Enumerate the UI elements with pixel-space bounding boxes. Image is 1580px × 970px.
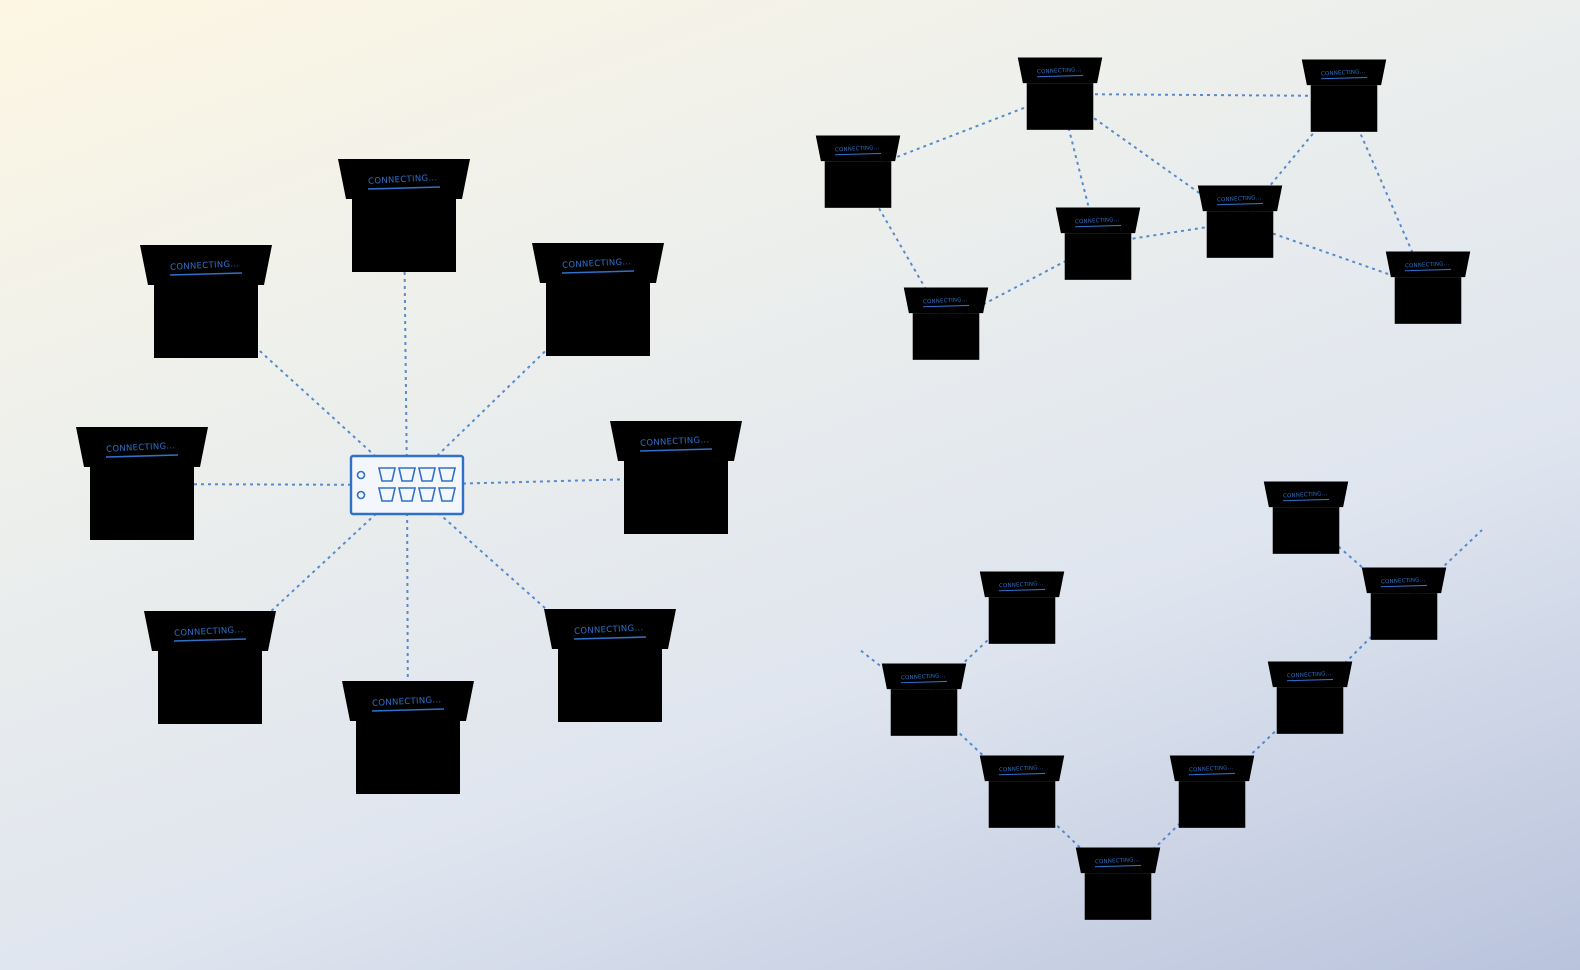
laptop-icon: CONNECTING...: [338, 159, 470, 272]
laptop-icon: CONNECTING...: [1267, 661, 1353, 734]
laptop-screen-text: CONNECTING...: [1321, 69, 1366, 77]
laptop-icon: CONNECTING...: [544, 609, 676, 722]
laptop-screen-text: CONNECTING...: [1075, 217, 1120, 225]
laptop-screen-text: CONNECTING...: [1189, 765, 1234, 773]
star-link: [406, 299, 599, 486]
laptop-icon: CONNECTING...: [979, 571, 1065, 644]
laptop-screen-text: CONNECTING...: [170, 259, 240, 273]
laptop-icon: CONNECTING...: [76, 427, 208, 540]
switch-port: [417, 487, 437, 502]
laptop-screen-text: CONNECTING...: [999, 581, 1044, 589]
laptop-screen-text: CONNECTING...: [1381, 577, 1426, 585]
laptop-icon: CONNECTING...: [1301, 59, 1387, 132]
laptop-icon: CONNECTING...: [610, 421, 742, 534]
switch-port: [377, 487, 397, 502]
laptop-icon: CONNECTING...: [140, 245, 272, 358]
laptop-screen-text: CONNECTING...: [1287, 671, 1332, 679]
laptop-icon: CONNECTING...: [1197, 185, 1283, 258]
laptop-screen-text: CONNECTING...: [1217, 195, 1262, 203]
laptop-screen-text: CONNECTING...: [923, 297, 968, 305]
device-nodes: CONNECTING... CONNECTING... CONNECTING... C…: [76, 57, 1471, 920]
switch-port: [417, 467, 437, 482]
laptop-icon: CONNECTING...: [815, 135, 901, 208]
laptop-icon: CONNECTING...: [903, 287, 989, 360]
laptop-icon: CONNECTING...: [1385, 251, 1471, 324]
laptop-screen-text: CONNECTING...: [372, 695, 442, 709]
laptop-icon: CONNECTING...: [1017, 57, 1103, 130]
laptop-screen-text: CONNECTING...: [640, 435, 710, 449]
laptop-screen-text: CONNECTING...: [999, 765, 1044, 773]
laptop-icon: CONNECTING...: [144, 611, 276, 724]
switch-port: [397, 467, 417, 482]
laptop-icon: CONNECTING...: [881, 663, 967, 736]
laptop-screen-text: CONNECTING...: [1283, 491, 1328, 499]
laptop-icon: CONNECTING...: [1169, 755, 1255, 828]
laptop-icon: CONNECTING...: [342, 681, 474, 794]
network-switch-icon: [349, 454, 465, 516]
laptop-screen-text: CONNECTING...: [1405, 261, 1450, 269]
switch-port: [377, 467, 397, 482]
laptop-icon: CONNECTING...: [1055, 207, 1141, 280]
laptop-icon: CONNECTING...: [1263, 481, 1349, 554]
laptop-screen-text: CONNECTING...: [174, 625, 244, 639]
switch-port: [397, 487, 417, 502]
switch-port: [437, 487, 457, 502]
laptop-icon: CONNECTING...: [979, 755, 1065, 828]
laptop-screen-text: CONNECTING...: [901, 673, 946, 681]
laptop-screen-text: CONNECTING...: [562, 257, 632, 271]
mesh-link: [1239, 221, 1429, 289]
laptop-screen-text: CONNECTING...: [368, 173, 438, 187]
laptop-screen-text: CONNECTING...: [1095, 857, 1140, 865]
laptop-icon: CONNECTING...: [1361, 567, 1447, 640]
laptop-screen-text: CONNECTING...: [574, 623, 644, 637]
laptop-screen-text: CONNECTING...: [1037, 67, 1082, 75]
switch-port: [437, 467, 457, 482]
laptop-icon: CONNECTING...: [532, 243, 664, 356]
laptop-icon: CONNECTING...: [1075, 847, 1161, 920]
laptop-screen-text: CONNECTING...: [835, 145, 880, 153]
laptop-screen-text: CONNECTING...: [106, 441, 176, 455]
mesh-link: [1059, 93, 1345, 97]
